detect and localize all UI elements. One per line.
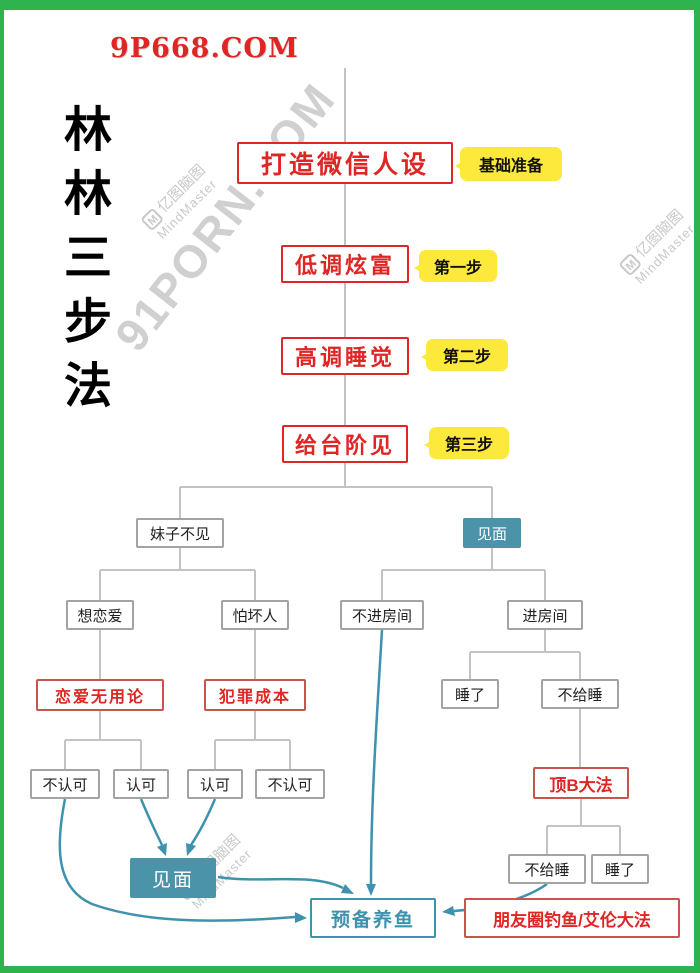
node-slept[interactable]: 睡了 (441, 679, 499, 709)
node-disagree-left[interactable]: 不认可 (30, 769, 100, 799)
node-no-enter-room[interactable]: 不进房间 (340, 600, 424, 630)
node-method[interactable]: 顶B大法 (533, 767, 629, 799)
node-agree-right[interactable]: 认可 (187, 769, 243, 799)
node-agree-left[interactable]: 认可 (113, 769, 169, 799)
node-root[interactable]: 打造微信人设 (237, 142, 453, 184)
callout-root[interactable]: 基础准备 (460, 147, 562, 181)
site-watermark: 9P668.COM (110, 33, 299, 64)
callout-step3[interactable]: 第三步 (429, 427, 509, 459)
node-love-useless-theory[interactable]: 恋爱无用论 (36, 679, 164, 711)
callout-step2[interactable]: 第二步 (426, 339, 508, 371)
tree-connectors (64, 68, 621, 854)
node-meet-top[interactable]: 见面 (463, 518, 521, 548)
node-step2[interactable]: 高调睡觉 (281, 337, 409, 375)
node-keep-fishing[interactable]: 预备养鱼 (310, 898, 436, 938)
page-title: 林林三步法 (55, 104, 111, 424)
node-enter-room[interactable]: 进房间 (507, 600, 583, 630)
callout-step1[interactable]: 第一步 (419, 250, 497, 282)
node-no-sleep-bottom[interactable]: 不给睡 (508, 854, 586, 884)
node-slept-bottom[interactable]: 睡了 (591, 854, 649, 884)
node-step3[interactable]: 给台阶见 (282, 425, 408, 463)
node-crime-cost[interactable]: 犯罪成本 (204, 679, 306, 711)
node-wants-love[interactable]: 想恋爱 (66, 600, 134, 630)
node-fears-badguy[interactable]: 怕坏人 (221, 600, 289, 630)
node-no-sleep[interactable]: 不给睡 (541, 679, 619, 709)
node-moments-fishing[interactable]: 朋友圈钓鱼/艾伦大法 (464, 898, 680, 938)
node-disagree-right[interactable]: 不认可 (255, 769, 325, 799)
node-meet-result[interactable]: 见面 (130, 858, 216, 898)
node-girl-refuses[interactable]: 妹子不见 (136, 518, 224, 548)
node-step1[interactable]: 低调炫富 (281, 245, 409, 283)
